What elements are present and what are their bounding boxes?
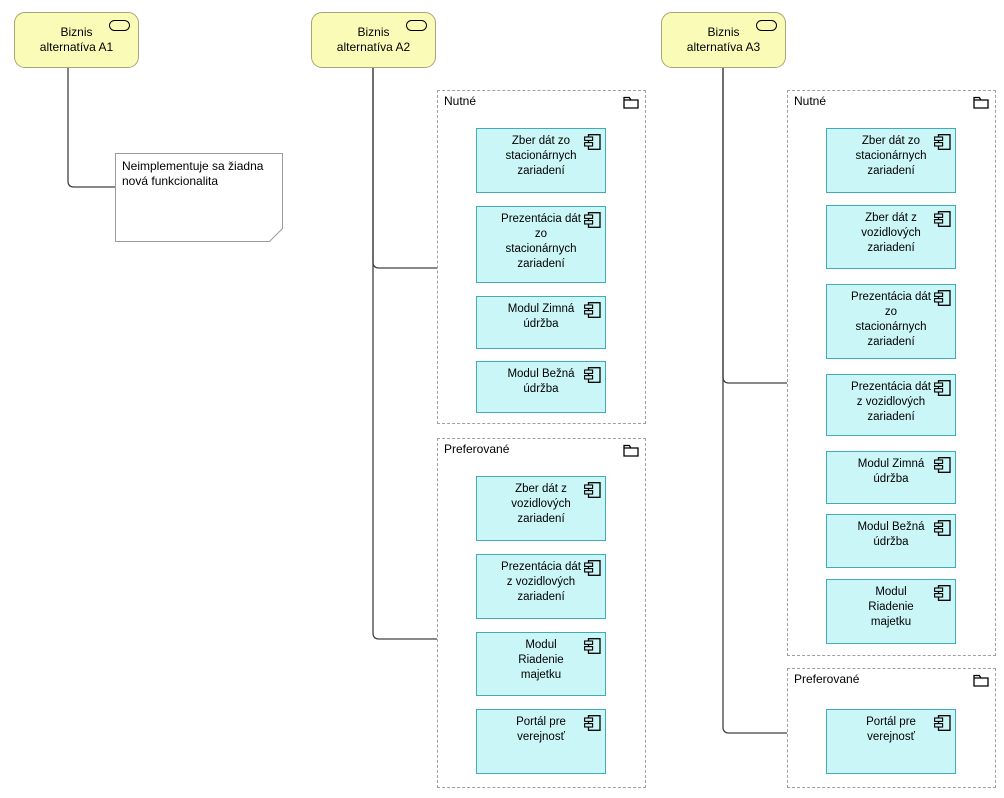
node-biznis-alternativa-a3[interactable]: Biznis alternatíva A3: [661, 12, 786, 68]
component-label: Prezentácia dát z vozidlových zariadení: [851, 381, 931, 423]
component-label: Modul Riadenie majetku: [868, 586, 914, 628]
note-text: Neimplementuje sa žiadna nová funkcional…: [122, 159, 264, 188]
component-prezentacia-dat-z-vozidlovych[interactable]: Prezentácia dát z vozidlových zariadení: [476, 554, 606, 619]
node-label: Biznis alternatíva A2: [336, 25, 411, 54]
component-zber-dat-z-vozidlovych[interactable]: Zber dát z vozidlových zariadení: [476, 476, 606, 541]
component-zber-dat-zo-stacionarnych[interactable]: Zber dát zo stacionárnych zariadení: [826, 128, 956, 193]
component-prezentacia-dat-z-vozidlovych[interactable]: Prezentácia dát z vozidlových zariadení: [826, 374, 956, 436]
component-modul-riadenie-majetku[interactable]: Modul Riadenie majetku: [476, 632, 606, 696]
component-label: Modul Bežná údržba: [507, 368, 575, 395]
component-icon: [584, 134, 601, 150]
node-label: Biznis alternatíva A3: [686, 25, 761, 54]
component-zber-dat-z-vozidlovych[interactable]: Zber dát z vozidlových zariadení: [826, 205, 956, 269]
connector-a3-nutne: [722, 68, 787, 384]
group-label: Preferované: [794, 672, 860, 686]
component-portal-pre-verejnost[interactable]: Portál pre verejnosť: [476, 709, 606, 774]
component-label: Modul Zimná údržba: [507, 303, 575, 330]
component-icon: [584, 715, 601, 731]
component-icon: [584, 212, 601, 228]
connector-a3-preferovane: [722, 68, 787, 734]
component-modul-zimna-udrzba[interactable]: Modul Zimná údržba: [476, 296, 606, 349]
folder-icon: [623, 444, 639, 457]
node-label: Biznis alternatíva A1: [39, 25, 114, 54]
component-modul-bezna-udrzba[interactable]: Modul Bežná údržba: [476, 361, 606, 413]
service-stadium-icon: [109, 20, 130, 31]
group-a3-preferovane[interactable]: Preferované Portál pre verejnosť: [787, 668, 996, 788]
component-modul-bezna-udrzba[interactable]: Modul Bežná údržba: [826, 514, 956, 568]
group-label: Nutné: [794, 94, 827, 108]
service-stadium-icon: [406, 20, 427, 31]
component-label: Modul Riadenie majetku: [518, 639, 564, 681]
component-label: Prezentácia dát zo stacionárnych zariade…: [501, 213, 581, 270]
component-icon: [934, 715, 951, 731]
component-label: Portál pre verejnosť: [516, 716, 566, 743]
component-icon: [584, 367, 601, 383]
node-biznis-alternativa-a1[interactable]: Biznis alternatíva A1: [14, 12, 139, 68]
component-label: Prezentácia dát zo stacionárnych zariade…: [851, 291, 931, 348]
note-shape: [115, 153, 283, 242]
component-modul-zimna-udrzba[interactable]: Modul Zimná údržba: [826, 451, 956, 504]
component-zber-dat-zo-stacionarnych[interactable]: Zber dát zo stacionárnych zariadení: [476, 128, 606, 193]
component-icon: [934, 585, 951, 601]
group-label: Preferované: [444, 442, 510, 456]
component-icon: [934, 457, 951, 473]
folder-icon: [623, 96, 639, 109]
component-modul-riadenie-majetku[interactable]: Modul Riadenie majetku: [826, 579, 956, 644]
node-biznis-alternativa-a2[interactable]: Biznis alternatíva A2: [311, 12, 436, 68]
component-label: Portál pre verejnosť: [866, 716, 916, 743]
annotation-note[interactable]: Neimplementuje sa žiadna nová funkcional…: [115, 153, 283, 242]
folder-icon: [973, 96, 989, 109]
component-label: Zber dát z vozidlových zariadení: [511, 483, 571, 525]
connector-a2-preferovane: [372, 68, 437, 640]
component-icon: [584, 482, 601, 498]
component-prezentacia-dat-zo-stacionarnych[interactable]: Prezentácia dát zo stacionárnych zariade…: [476, 206, 606, 283]
folder-icon: [973, 674, 989, 687]
component-icon: [584, 302, 601, 318]
component-icon: [934, 134, 951, 150]
group-label: Nutné: [444, 94, 477, 108]
component-label: Modul Zimná údržba: [857, 458, 925, 485]
component-label: Prezentácia dát z vozidlových zariadení: [501, 561, 581, 603]
component-prezentacia-dat-zo-stacionarnych[interactable]: Prezentácia dát zo stacionárnych zariade…: [826, 284, 956, 359]
component-icon: [934, 211, 951, 227]
component-icon: [584, 560, 601, 576]
component-icon: [934, 290, 951, 306]
component-icon: [934, 520, 951, 536]
connector-a1-note: [67, 68, 115, 188]
component-portal-pre-verejnost[interactable]: Portál pre verejnosť: [826, 709, 956, 774]
component-label: Zber dát z vozidlových zariadení: [861, 212, 921, 254]
group-a2-preferovane[interactable]: Preferované Zber dát z vozidlových zaria…: [437, 438, 646, 788]
group-a2-nutne[interactable]: Nutné Zber dát zo stacionárnych zariaden…: [437, 90, 646, 424]
component-label: Modul Bežná údržba: [857, 521, 925, 548]
connector-a2-nutne: [372, 68, 437, 269]
component-icon: [934, 380, 951, 396]
service-stadium-icon: [756, 20, 777, 31]
component-icon: [584, 638, 601, 654]
component-label: Zber dát zo stacionárnych zariadení: [505, 135, 577, 177]
group-a3-nutne[interactable]: Nutné Zber dát zo stacionárnych zariaden…: [787, 90, 996, 656]
component-label: Zber dát zo stacionárnych zariadení: [855, 135, 927, 177]
